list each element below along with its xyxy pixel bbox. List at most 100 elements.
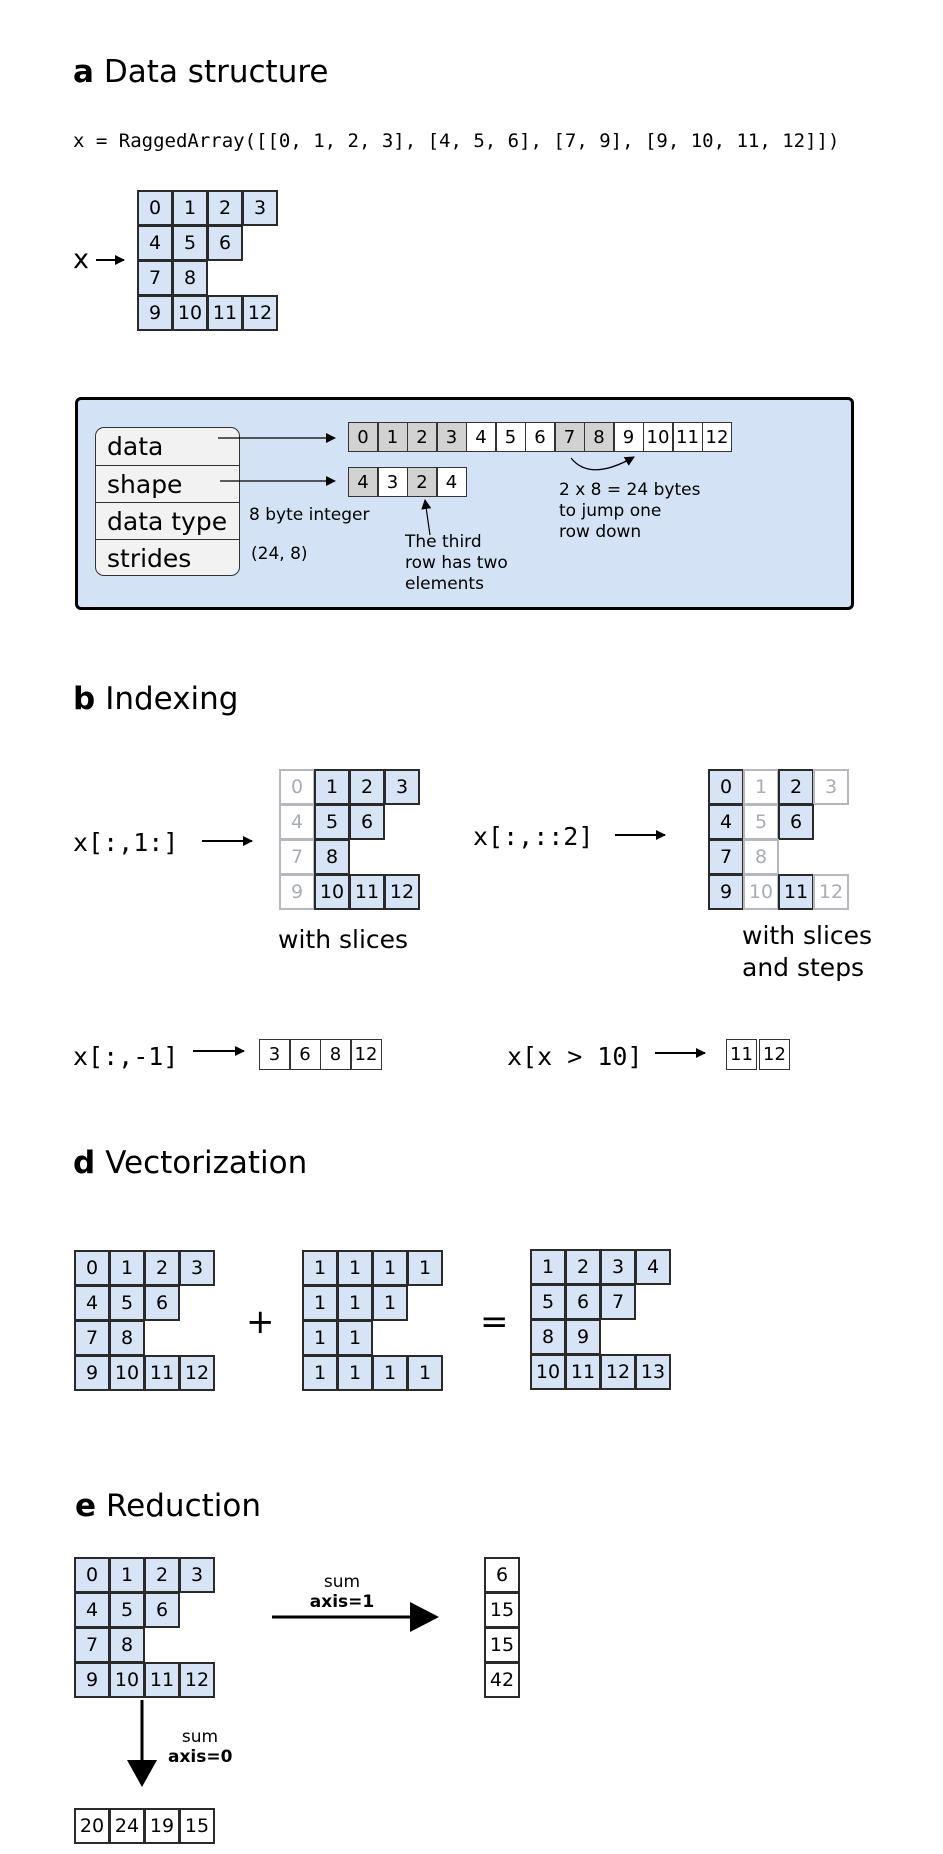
section-e-letter: e [75, 1488, 97, 1524]
array-cell: 3 [242, 190, 278, 226]
data-memory-cell: 10 [643, 422, 673, 452]
array-cell: 3 [179, 1250, 215, 1286]
data-memory-cell: 4 [466, 422, 496, 452]
array-cell: 1 [337, 1250, 373, 1286]
excluded-cell: 12 [813, 874, 849, 910]
step-expression: x[:,::2] [473, 822, 594, 851]
array-cell: 10 [172, 295, 208, 331]
bytes-note-line: row down [559, 522, 642, 542]
array-cell: 1 [302, 1355, 338, 1391]
data-memory-cell: 2 [407, 422, 437, 452]
excluded-cell: 5 [743, 804, 779, 840]
axis0-result-cell: 15 [179, 1808, 215, 1844]
array-cell: 1 [407, 1250, 443, 1286]
array-cell: 6 [349, 804, 385, 840]
array-cell: 11 [207, 295, 243, 331]
field-data: data [107, 432, 164, 461]
array-cell: 9 [74, 1355, 110, 1391]
array-cell: 10 [109, 1662, 145, 1698]
array-cell: 0 [708, 769, 744, 805]
array-cell: 0 [137, 190, 173, 226]
axis1-arrow-head [410, 1602, 439, 1632]
array-cell: 8 [314, 839, 350, 875]
axis1-result-cell: 6 [484, 1557, 520, 1593]
array-cell: 6 [778, 804, 814, 840]
data-memory-cell: 11 [672, 422, 703, 452]
array-cell: 5 [109, 1285, 145, 1321]
array-cell: 2 [144, 1250, 180, 1286]
array-cell: 0 [74, 1557, 110, 1593]
data-memory-cell: 8 [584, 422, 614, 452]
field-shape: shape [96, 465, 239, 502]
array-cell: 1 [302, 1285, 338, 1321]
array-cell: 6 [144, 1285, 180, 1321]
array-cell: 11 [144, 1355, 180, 1391]
excluded-cell: 3 [813, 769, 849, 805]
shape-memory-cell: 2 [407, 467, 437, 497]
array-cell: 10 [314, 874, 350, 910]
array-cell: 12 [179, 1355, 215, 1391]
array-cell: 7 [600, 1284, 636, 1320]
excluded-cell: 7 [279, 839, 315, 875]
array-cell: 12 [600, 1354, 636, 1390]
section-d-letter: d [73, 1145, 96, 1181]
array-cell: 11 [144, 1662, 180, 1698]
array-cell: 7 [137, 260, 173, 296]
array-cell: 1 [172, 190, 208, 226]
array-cell: 2 [778, 769, 814, 805]
array-cell: 1 [337, 1320, 373, 1356]
array-cell: 1 [302, 1250, 338, 1286]
data-memory-cell: 3 [436, 422, 467, 452]
data-memory-cell: 9 [613, 422, 644, 452]
array-cell: 7 [708, 839, 744, 875]
array-cell: 5 [314, 804, 350, 840]
excluded-cell: 9 [279, 874, 315, 910]
mask-result-cell: 11 [726, 1039, 757, 1070]
array-cell: 4 [137, 225, 173, 261]
array-cell: 4 [708, 804, 744, 840]
third-row-note-line: row has two [405, 553, 508, 573]
bytes-note-line: to jump one [559, 501, 662, 521]
array-cell: 1 [109, 1557, 145, 1593]
array-cell: 1 [302, 1320, 338, 1356]
array-cell: 1 [407, 1355, 443, 1391]
last-column-result-cell: 12 [350, 1039, 382, 1070]
array-cell: 3 [600, 1249, 636, 1285]
axis1-label: sum axis=1 [292, 1572, 392, 1612]
array-cell: 1 [314, 769, 350, 805]
data-memory-cell: 5 [495, 422, 526, 452]
array-cell: 1 [530, 1249, 566, 1285]
slice-expression: x[:,1:] [73, 828, 179, 857]
array-cell: 5 [530, 1284, 566, 1320]
dtype-text: 8 byte integer [249, 505, 370, 525]
array-cell: 9 [74, 1662, 110, 1698]
shape-memory-cell: 3 [377, 467, 408, 497]
last-column-result-cell: 6 [289, 1039, 321, 1070]
excluded-cell: 0 [279, 769, 315, 805]
array-cell: 9 [565, 1319, 601, 1355]
array-cell: 6 [207, 225, 243, 261]
field-data-type: data type [96, 502, 239, 539]
array-cell: 11 [778, 874, 814, 910]
axis0-result-cell: 24 [109, 1808, 145, 1844]
array-cell: 1 [337, 1285, 373, 1321]
axis1-sum-text: sum [323, 1572, 361, 1592]
array-cell: 1 [372, 1285, 408, 1321]
x-label: x [73, 244, 89, 275]
section-e-title: Reduction [106, 1488, 262, 1524]
array-cell: 3 [384, 769, 420, 805]
array-cell: 8 [109, 1320, 145, 1356]
step-caption-line: and steps [742, 953, 865, 982]
array-cell: 10 [530, 1354, 566, 1390]
axis0-arrow-head [127, 1760, 157, 1787]
section-a-title: Data structure [103, 54, 329, 90]
array-cell: 8 [109, 1627, 145, 1663]
shape-memory-cell: 4 [348, 467, 378, 497]
data-memory-cell: 6 [525, 422, 555, 452]
plus-sign: + [246, 1302, 275, 1342]
array-cell: 7 [74, 1320, 110, 1356]
